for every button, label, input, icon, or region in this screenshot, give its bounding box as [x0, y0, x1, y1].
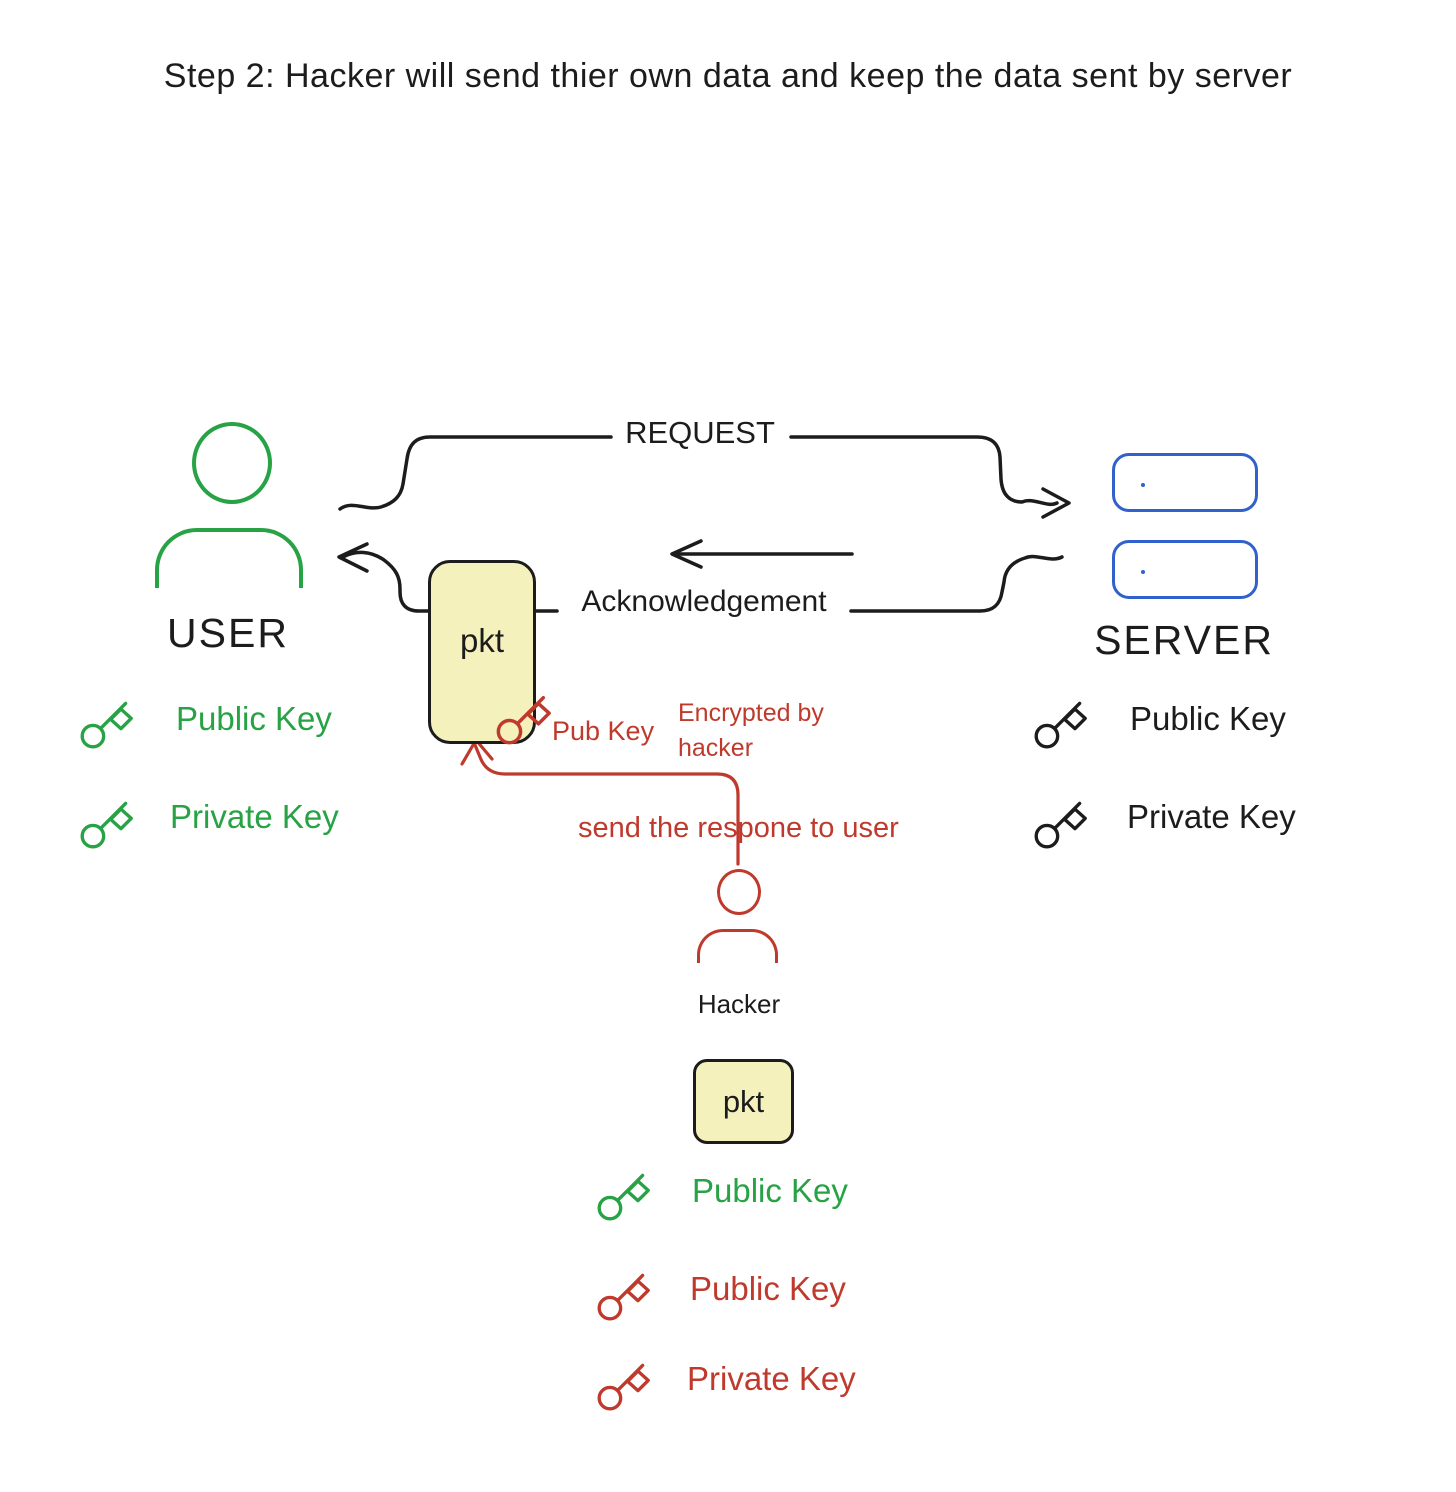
- server-rack-bottom-icon: [1112, 540, 1258, 599]
- user-body-icon: [155, 528, 303, 588]
- hacker-own-private-key-icon: [595, 1358, 651, 1414]
- request-label: REQUEST: [625, 415, 775, 450]
- ack-arrowhead: [337, 542, 369, 573]
- hacker-packet-box: pkt: [693, 1059, 794, 1144]
- server-private-key-icon: [1032, 796, 1088, 852]
- user-label: USER: [167, 610, 289, 656]
- server-public-key-icon: [1032, 696, 1088, 752]
- request-line-left: [338, 435, 613, 511]
- hacker-own-public-key-label: Public Key: [690, 1270, 846, 1307]
- encrypted-by-hacker-annotation: Encrypted by hacker: [678, 699, 824, 762]
- hacker-stolen-public-key-icon: [595, 1168, 651, 1224]
- user-private-key-label: Private Key: [170, 798, 339, 835]
- intercepted-packet-box: pkt: [428, 560, 536, 744]
- server-label: SERVER: [1094, 617, 1274, 663]
- hacker-stolen-public-key-label: Public Key: [692, 1172, 848, 1209]
- request-line-right: [789, 435, 1059, 506]
- send-response-annotation: send the respone to user: [578, 812, 899, 844]
- server-public-key-label: Public Key: [1130, 700, 1286, 737]
- user-public-key-icon: [78, 696, 134, 752]
- hacker-own-private-key-label: Private Key: [687, 1360, 856, 1397]
- hacker-own-public-key-icon: [595, 1268, 651, 1324]
- server-rack-top-icon: [1112, 453, 1258, 512]
- request-arrowhead: [1041, 487, 1071, 519]
- packet-label: pkt: [722, 1083, 765, 1119]
- user-private-key-icon: [78, 796, 134, 852]
- server-led-dot: [1141, 483, 1145, 487]
- return-arrowhead: [670, 539, 703, 569]
- hacker-label: Hacker: [697, 989, 781, 1019]
- pub-key-annotation: Pub Key: [552, 716, 655, 746]
- hacker-response-line: [473, 743, 740, 866]
- ack-line-right: [849, 554, 1064, 613]
- user-public-key-label: Public Key: [176, 700, 332, 737]
- user-head-icon: [192, 422, 272, 504]
- hacker-pub-key-on-packet-icon: [494, 690, 552, 748]
- server-private-key-label: Private Key: [1127, 798, 1296, 835]
- packet-label: pkt: [459, 622, 505, 659]
- hacker-body-icon: [697, 929, 778, 963]
- hacker-head-icon: [717, 869, 761, 915]
- diagram-title: Step 2: Hacker will send thier own data …: [163, 57, 1293, 95]
- ack-line-left: [341, 550, 430, 613]
- server-led-dot: [1141, 570, 1145, 574]
- acknowledgement-label: Acknowledgement: [581, 585, 827, 618]
